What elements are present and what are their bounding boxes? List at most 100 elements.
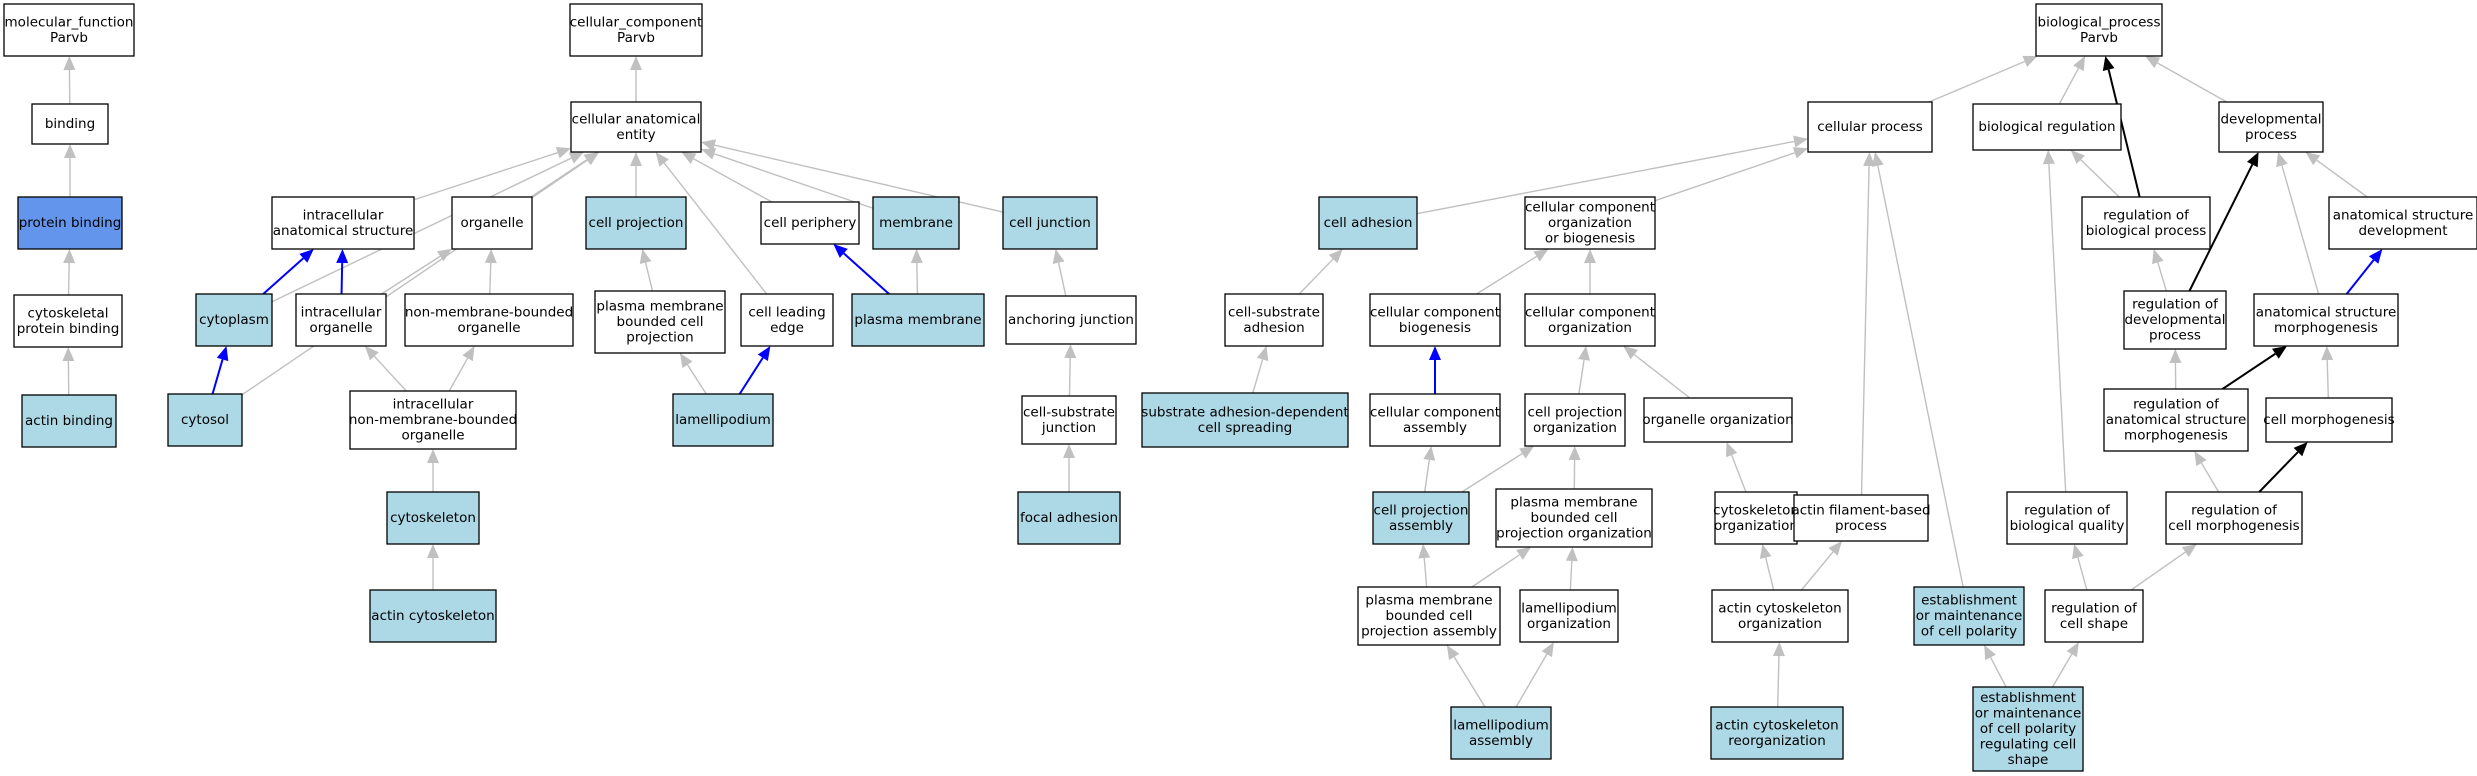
node-protein-binding[interactable]: protein binding: [17, 196, 123, 250]
edge-arrowhead: [757, 346, 771, 362]
node-box: [1913, 586, 2025, 646]
node-label-line: of cell polarity: [1980, 721, 2076, 737]
edge-layer: [62, 55, 2383, 708]
edge-arrowhead: [1519, 446, 1535, 459]
edge-line: [271, 157, 572, 303]
node-box: [1524, 393, 1626, 447]
node-actin-binding[interactable]: actin binding: [21, 394, 117, 448]
node-intracellular-nmb-organelle[interactable]: intracellularnon-membrane-boundedorganel…: [349, 390, 517, 450]
edge-cc_organization-to-cc_org_or_biogenesis: [1584, 249, 1596, 294]
node-label-line: plasma membrane: [854, 312, 981, 328]
edge-arrowhead: [2066, 642, 2079, 658]
node-label-line: projection: [626, 330, 693, 346]
edge-actin_cytoskeleton_organization-to-actin_filament_based_process: [1800, 541, 1842, 591]
node-label-line: plasma membrane: [1365, 593, 1492, 609]
edge-anatomical_structure_morphogenesis-to-developmental_process: [2276, 152, 2320, 295]
node-label-line: protein binding: [17, 321, 120, 337]
node-cell-junction[interactable]: cell junction: [1002, 196, 1098, 250]
node-plasma-membrane[interactable]: plasma membrane: [851, 293, 985, 347]
edge-arrowhead: [1446, 645, 1460, 661]
edge-arrowhead: [216, 346, 229, 362]
node-cell-projection[interactable]: cell projection: [585, 196, 687, 250]
node-label-line: junction: [1041, 420, 1096, 436]
node-cytoplasm[interactable]: cytoplasm: [195, 293, 273, 347]
edge-line: [644, 262, 654, 292]
edge-arrowhead: [1064, 344, 1077, 359]
edge-reg_cell_morphogenesis-to-cell_morphogenesis: [2258, 442, 2308, 493]
node-box: [386, 491, 480, 545]
node-box: [195, 293, 273, 347]
node-biological-regulation[interactable]: biological regulation: [1972, 103, 2122, 151]
node-cytosol[interactable]: cytosol: [167, 393, 243, 447]
node-actin-cytoskeleton[interactable]: actin cytoskeleton: [369, 589, 497, 643]
edge-actin_binding-to-cytoskeletal_protein_binding: [62, 347, 75, 396]
edge-reg_cell_morphogenesis-to-reg_anatomical_structure_morphogenesis: [2194, 451, 2220, 493]
node-cell-adhesion[interactable]: cell adhesion: [1318, 196, 1418, 250]
node-label-line: cell shape: [2060, 616, 2128, 632]
edge-lamellipodium-to-pm_bounded_cell_projection: [679, 353, 707, 395]
node-binding[interactable]: binding: [31, 103, 109, 145]
node-label-line: intracellular: [303, 207, 384, 223]
node-box: [1711, 589, 1849, 643]
edge-substrate_adhesion_dependent_spreading-to-cell_substrate_adhesion: [1252, 346, 1269, 394]
edge-cc_biogenesis-to-cc_org_or_biogenesis: [1476, 249, 1549, 295]
node-organelle[interactable]: organelle: [451, 196, 533, 250]
node-label-line: biological regulation: [1978, 119, 2115, 135]
node-focal-adhesion[interactable]: focal adhesion: [1017, 491, 1121, 545]
edge-line: [1416, 140, 1795, 215]
node-box: [1495, 488, 1653, 548]
node-label-line: cellular component: [1370, 304, 1500, 320]
node-label-line: anchoring junction: [1008, 312, 1134, 328]
node-membrane[interactable]: membrane: [872, 196, 960, 250]
node-label-line: or maintenance: [1916, 608, 2023, 624]
node-label-line: organization: [1527, 616, 1611, 632]
node-organelle-organization[interactable]: organelle organization: [1642, 397, 1794, 443]
node-cell-morphogenesis[interactable]: cell morphogenesis: [2263, 397, 2395, 443]
node-cellular-process[interactable]: cellular process: [1807, 101, 1933, 153]
edge-cell_projection_assembly-to-cc_assembly: [1423, 446, 1436, 493]
node-cell-periphery[interactable]: cell periphery: [760, 201, 860, 245]
node-anchoring-junction[interactable]: anchoring junction: [1005, 295, 1137, 345]
node-lamellipodium[interactable]: lamellipodium: [672, 393, 774, 447]
edge-arrowhead: [2272, 346, 2287, 359]
node-cytoskeleton[interactable]: cytoskeleton: [386, 491, 480, 545]
